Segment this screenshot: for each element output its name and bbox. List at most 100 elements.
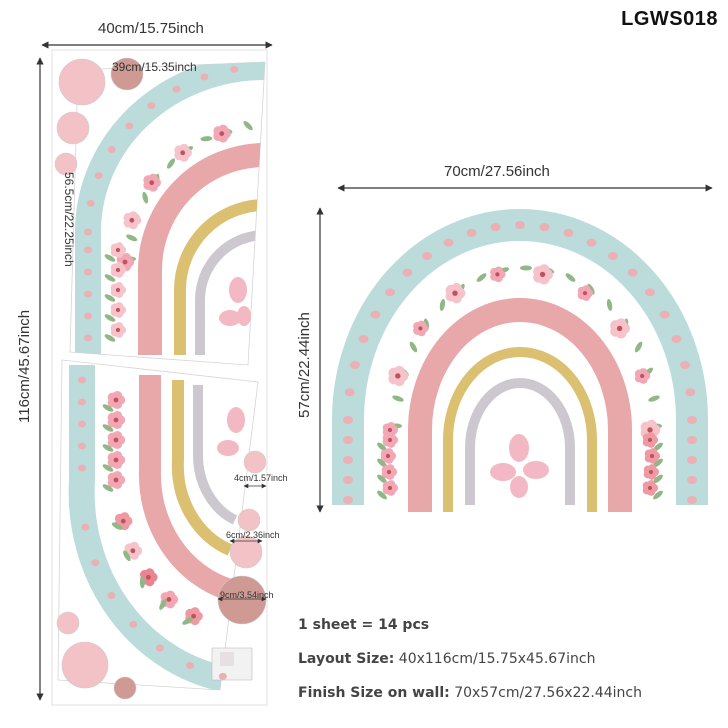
leaf [104, 334, 116, 342]
band-dot [422, 251, 433, 260]
band-dot [343, 416, 353, 424]
leaf [102, 444, 114, 452]
leaf [476, 273, 487, 282]
flower [634, 368, 651, 384]
band-dot [84, 290, 92, 298]
sheet-dots [54, 57, 267, 700]
band-dot [687, 496, 697, 504]
band-dot [659, 310, 670, 319]
leaf [634, 341, 643, 353]
band-dot [563, 228, 574, 237]
leaf [377, 490, 387, 500]
product-tag [211, 647, 253, 681]
flower [644, 448, 661, 464]
dot-small [243, 450, 267, 474]
flower [110, 262, 127, 278]
layout-size-value: 40x116cm/15.75x45.67inch [398, 651, 596, 667]
flower [174, 143, 192, 162]
finish-size: Finish Size on wall: 70x57cm/27.56x22.44… [298, 685, 642, 701]
leaf [377, 442, 387, 452]
dot-small [237, 508, 261, 532]
leaf [439, 299, 446, 311]
finished-width-label: 70cm/27.56inch [444, 163, 550, 180]
flower [213, 124, 231, 143]
leaf [104, 274, 116, 282]
flower [445, 283, 466, 304]
leaf [587, 283, 595, 295]
band-dot [186, 662, 195, 670]
dot-dark [110, 57, 144, 91]
band-dot [91, 559, 100, 567]
leaf [648, 395, 660, 402]
band-dot [443, 238, 454, 247]
leaf [377, 474, 387, 484]
leaf [565, 273, 576, 282]
band-dot [687, 476, 697, 484]
flower [110, 302, 127, 318]
band-dot [84, 246, 92, 254]
leaf [102, 404, 114, 412]
finished-height-label: 57cm/22.44inch [296, 312, 313, 418]
band-dot [84, 228, 92, 236]
band-dot [84, 312, 92, 320]
leaf [167, 158, 176, 169]
leaf [606, 299, 613, 311]
leaf [409, 341, 418, 353]
band-dot [344, 388, 355, 397]
band-dot [200, 73, 209, 81]
leaf [139, 576, 145, 589]
band-dot [370, 310, 381, 319]
dot-small [54, 152, 78, 176]
flower [107, 471, 126, 489]
dot-small-label: 4cm/1.57inch [234, 473, 288, 483]
leaf [243, 121, 253, 131]
dot-large-dark [217, 575, 267, 625]
band-dot [680, 361, 691, 370]
dot-small [56, 611, 80, 635]
leaf [102, 484, 114, 492]
band-dot [685, 388, 696, 397]
band-dot [230, 66, 239, 74]
layout-size-key: Layout Size: [298, 651, 395, 667]
band-dot [515, 221, 525, 229]
band-dot [107, 146, 116, 153]
band-dot [125, 122, 134, 130]
band-dot [343, 456, 353, 464]
rainbow-width-label: 39cm/15.35inch [112, 60, 197, 74]
leaf [182, 617, 193, 625]
band-dot [78, 464, 86, 472]
leaf [102, 464, 114, 472]
flower [110, 322, 127, 338]
band-dots [78, 66, 697, 680]
band-dot [147, 102, 156, 110]
flower [643, 464, 660, 480]
band-dot [687, 456, 697, 464]
product-code: LGWS018 [621, 8, 718, 30]
leaf [653, 474, 663, 484]
leaf [123, 550, 131, 562]
band-dot [172, 85, 181, 93]
flower [107, 411, 126, 429]
band-dot [358, 334, 369, 343]
band-dot [586, 238, 597, 247]
band-dot [385, 288, 396, 297]
flower [143, 173, 161, 192]
leaf [142, 191, 149, 204]
flower [123, 211, 142, 230]
band-dot [627, 268, 638, 277]
flower [114, 512, 133, 531]
flower [382, 480, 399, 496]
dot-medium-label: 6cm/2.36inch [226, 530, 280, 540]
petal-flower-bottom [217, 407, 245, 456]
band-dot [343, 496, 353, 504]
rainbow-top-half [69, 61, 266, 366]
finish-size-key: Finish Size on wall: [298, 685, 450, 701]
dot-medium [56, 111, 90, 145]
flower [107, 431, 126, 449]
flower-garland [102, 121, 663, 626]
band-dot [78, 420, 86, 428]
flower [533, 264, 553, 285]
pieces-count: 1 sheet = 14 pcs [298, 617, 430, 633]
leaf [159, 599, 167, 610]
band-dot [671, 334, 682, 343]
